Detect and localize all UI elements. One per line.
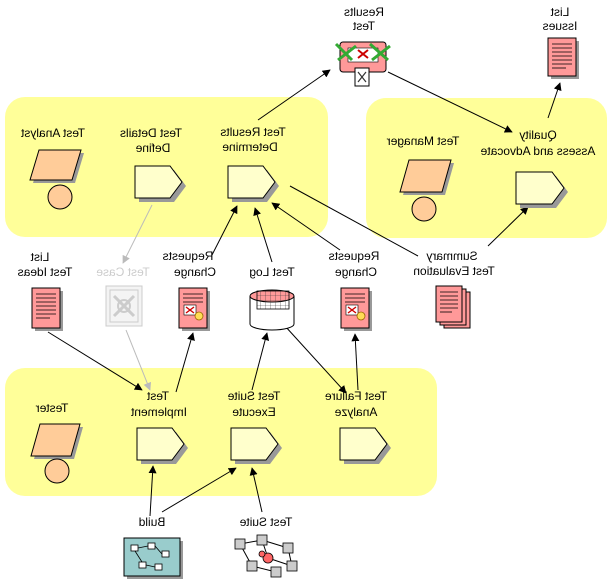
- artifact-test-case[interactable]: Test Case: [96, 265, 150, 327]
- change-requests-2-label-line2: Change: [335, 265, 377, 279]
- activity-analyze-label-line1: Test Failure: [325, 389, 387, 403]
- role-test-analyst: Test Analyst: [20, 126, 85, 210]
- change-request-icon: [178, 287, 210, 331]
- arrow-determine-to-evaluation-summary: [289, 185, 419, 257]
- arrow-change-requests-to-determine: [211, 205, 238, 256]
- test-log-label: Test Log: [249, 265, 294, 279]
- activity-icon: [230, 427, 282, 464]
- activity-assess-label-line2: Assess and Advocate: [480, 144, 595, 158]
- activity-assess-and-advocate-quality[interactable]: Quality Assess and Advocate: [480, 128, 595, 208]
- role-tester-label: Tester: [36, 401, 69, 415]
- artifact-test-results[interactable]: Results Test: [334, 5, 391, 87]
- test-case-icon: [105, 285, 143, 327]
- activity-execute-label-line2: Execute: [232, 405, 276, 419]
- arrow-change-requests-2-to-determine: [271, 202, 341, 251]
- issues-list-label-line2: Issues: [543, 19, 578, 33]
- artifact-test-evaluation-summary[interactable]: Summary Test Evaluation: [413, 249, 495, 329]
- arrow-test-ideas-to-implement: [47, 331, 143, 391]
- activity-determine-test-results[interactable]: Test Results Determine: [220, 125, 286, 202]
- document-icon: [547, 37, 579, 79]
- arrow-build-to-execute: [161, 467, 237, 513]
- arrow-test-suite-to-execute: [249, 467, 263, 513]
- activity-implement-test[interactable]: Test Implement: [130, 389, 188, 464]
- document-stack-icon: [435, 285, 471, 329]
- arrow-determine-to-test-results: [257, 69, 331, 121]
- test-ideas-label-line1: List: [30, 250, 49, 264]
- change-requests-1-label-line1: Requests: [163, 249, 214, 263]
- activity-determine-label-line1: Test Results: [220, 125, 285, 139]
- artifact-change-requests-2[interactable]: Requests Change: [329, 249, 380, 331]
- arrow-test-log-to-analyze: [284, 325, 347, 394]
- build-label: Build: [139, 515, 166, 529]
- change-requests-2-label-line1: Requests: [329, 249, 380, 263]
- activity-icon: [339, 427, 391, 464]
- activity-icon: [227, 165, 279, 202]
- test-results-label-line2: Test: [352, 19, 375, 33]
- artifact-test-suite[interactable]: Test Suite: [234, 515, 298, 578]
- activity-assess-label-line1: Quality: [519, 128, 556, 142]
- activity-analyze-label-line2: Analyze: [334, 405, 377, 419]
- change-requests-1-label-line2: Change: [174, 265, 216, 279]
- role-icon: [30, 423, 83, 484]
- issues-list-label-line1: List: [550, 5, 569, 19]
- activity-define-label-line2: Define: [135, 141, 170, 155]
- test-suite-label: Test Suite: [239, 515, 292, 529]
- artifact-build[interactable]: Build: [123, 515, 183, 579]
- activity-execute-label-line1: Test Suite: [227, 389, 280, 403]
- test-case-label: Test Case: [96, 265, 150, 279]
- network-icon: [234, 534, 298, 578]
- role-test-manager: Test Manager: [387, 134, 460, 222]
- arrow-implement-to-change-requests: [175, 332, 195, 393]
- role-test-manager-label: Test Manager: [387, 134, 460, 148]
- build-icon: [123, 537, 183, 579]
- artifact-issues-list[interactable]: List Issues: [543, 5, 579, 79]
- arrow-assess-to-issues-list: [547, 82, 562, 119]
- test-results-label-line1: Results: [344, 5, 384, 19]
- arrow-execute-to-test-log: [251, 332, 270, 391]
- document-icon: [31, 287, 63, 331]
- activity-define-label-line1: Test Details: [120, 126, 182, 140]
- artifact-change-requests-1[interactable]: Requests Change: [163, 249, 216, 331]
- role-tester: Tester: [30, 401, 83, 484]
- activity-implement-label-line1: Test: [146, 389, 169, 403]
- activity-determine-label-line2: Determine: [222, 140, 278, 154]
- arrow-test-log-to-determine: [253, 207, 273, 263]
- zone-test-manager: [366, 98, 607, 238]
- activity-icon: [515, 171, 568, 208]
- test-ideas-label-line2: Test Ideas: [18, 265, 73, 279]
- zone-tester: [5, 368, 437, 496]
- arrow-test-results-to-assess: [387, 71, 513, 133]
- activity-analyze-test-failure[interactable]: Test Failure Analyze: [325, 389, 391, 464]
- change-request-icon: [340, 287, 372, 331]
- artifact-test-log[interactable]: Test Log: [249, 265, 295, 331]
- activity-icon: [134, 165, 186, 202]
- arrow-build-to-implement: [148, 465, 157, 517]
- evaluation-summary-label-line2: Test Evaluation: [413, 264, 494, 278]
- test-results-icon: [334, 41, 391, 87]
- connectors: [47, 69, 562, 517]
- artifact-test-ideas-list[interactable]: List Test Ideas: [18, 250, 73, 331]
- activity-implement-label-line2: Implement: [130, 405, 187, 419]
- activity-icon: [136, 427, 188, 464]
- arrow-evaluation-summary-to-assess: [487, 206, 529, 247]
- role-icon: [399, 159, 454, 222]
- database-icon: [249, 289, 295, 331]
- arrow-analyze-to-change-requests-2: [351, 333, 360, 391]
- evaluation-summary-label-line1: Summary: [426, 249, 477, 263]
- activity-execute-test-suite[interactable]: Test Suite Execute: [227, 389, 282, 464]
- arrow-define-to-test-case: [122, 204, 153, 264]
- arrow-test-case-to-implement: [125, 329, 152, 391]
- role-test-analyst-label: Test Analyst: [20, 126, 85, 140]
- activity-define-test-details[interactable]: Test Details Define: [120, 126, 186, 202]
- role-icon: [29, 149, 84, 210]
